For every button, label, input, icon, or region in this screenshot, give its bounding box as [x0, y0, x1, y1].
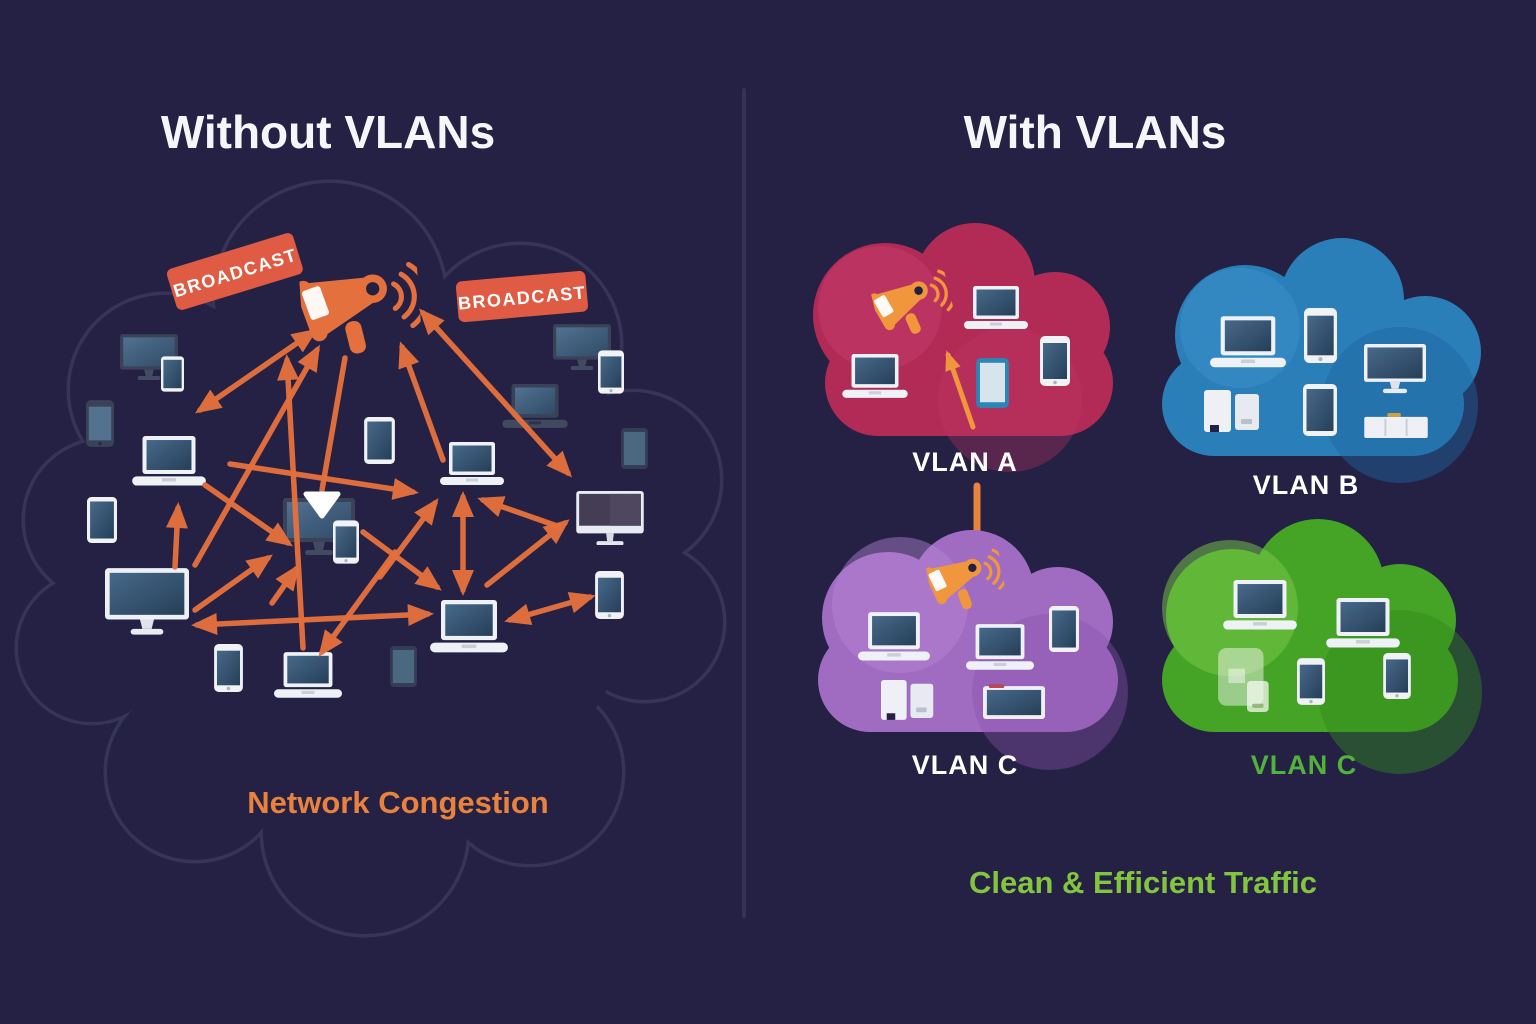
badge-background [455, 270, 588, 323]
tablet-icon [621, 428, 648, 469]
laptop-icon [502, 384, 568, 428]
broadcast-arrow [477, 496, 563, 530]
laptop-icon [440, 442, 504, 485]
laptop-icon [966, 624, 1034, 670]
vlan-c-green-label: VLAN C [1251, 750, 1358, 780]
phone-icon [1383, 653, 1411, 699]
phone-icon [1040, 336, 1070, 386]
vlan-c-green-cloud: VLAN C [1162, 519, 1482, 780]
laptop-icon [274, 652, 342, 698]
phone-icon [333, 520, 359, 564]
broadcast-arrow [192, 554, 273, 613]
broadcast-arrow [484, 519, 570, 588]
tablet-icon [1218, 648, 1269, 712]
laptop-icon [430, 600, 508, 653]
broadcast-arrow [202, 482, 293, 547]
tablet-icon [1049, 606, 1079, 652]
broadcast-arrow [377, 498, 439, 580]
broadcast-arrow [191, 603, 434, 636]
broadcast-arrow [192, 344, 320, 568]
vlan-c-purple-label: VLAN C [912, 750, 1019, 780]
laptop-icon [1223, 580, 1297, 630]
tablet-icon [161, 356, 184, 392]
vlan-a-internal-arrow [945, 350, 976, 430]
tablet-icon [390, 646, 417, 687]
phone-icon [595, 571, 624, 619]
vlan-c-purple-cloud: VLAN C [818, 530, 1128, 780]
vlan-b-cloud: VLAN B [1162, 238, 1481, 500]
badge-background [166, 233, 303, 310]
laptop-icon [842, 354, 908, 398]
tablet-icon [87, 497, 117, 543]
broadcast-arrow [277, 354, 306, 651]
broadcast-arrow [269, 564, 300, 606]
right-caption: Clean & Efficient Traffic [969, 865, 1317, 900]
left-panel: Without VLANs [14, 106, 727, 938]
broadcast-arrow [195, 328, 318, 414]
tv-icon [983, 684, 1045, 719]
laptop-icon [1210, 316, 1286, 368]
broadcast-arrow [418, 308, 573, 478]
laptop-icon [964, 286, 1028, 329]
cloud-shade [1322, 327, 1478, 483]
vlan-a-label: VLAN A [912, 447, 1018, 477]
laptop-icon [132, 436, 206, 486]
cloud-highlight [1162, 540, 1298, 676]
vlan-a-cloud: VLAN A [813, 223, 1113, 477]
phone-icon [598, 350, 624, 394]
phone-icon [86, 400, 114, 447]
broadcast-arrow [319, 355, 348, 493]
laptop-icon [1326, 598, 1400, 648]
right-panel: With VLANs VLAN A [813, 106, 1482, 900]
laptop-icon [858, 612, 930, 661]
broadcast-arrow [360, 529, 442, 591]
phone-icon [214, 644, 243, 692]
broadcast-arrowhead-white [303, 491, 341, 519]
vlan-b-label: VLAN B [1253, 470, 1360, 500]
right-title: With VLANs [964, 106, 1227, 158]
phone-icon [1304, 308, 1337, 363]
tablet-icon [976, 358, 1009, 408]
tablet-icon [364, 417, 395, 464]
broadcast-arrows [165, 308, 596, 657]
phone-icon [1297, 658, 1325, 705]
broadcast-arrow [227, 461, 419, 500]
broadcast-arrow [504, 591, 596, 626]
broadcast-arrow [165, 502, 188, 570]
tablet-icon [1303, 384, 1337, 436]
left-caption: Network Congestion [247, 785, 548, 820]
broadcast-badge: BROADCAST [455, 270, 588, 323]
left-title: Without VLANs [161, 106, 495, 158]
